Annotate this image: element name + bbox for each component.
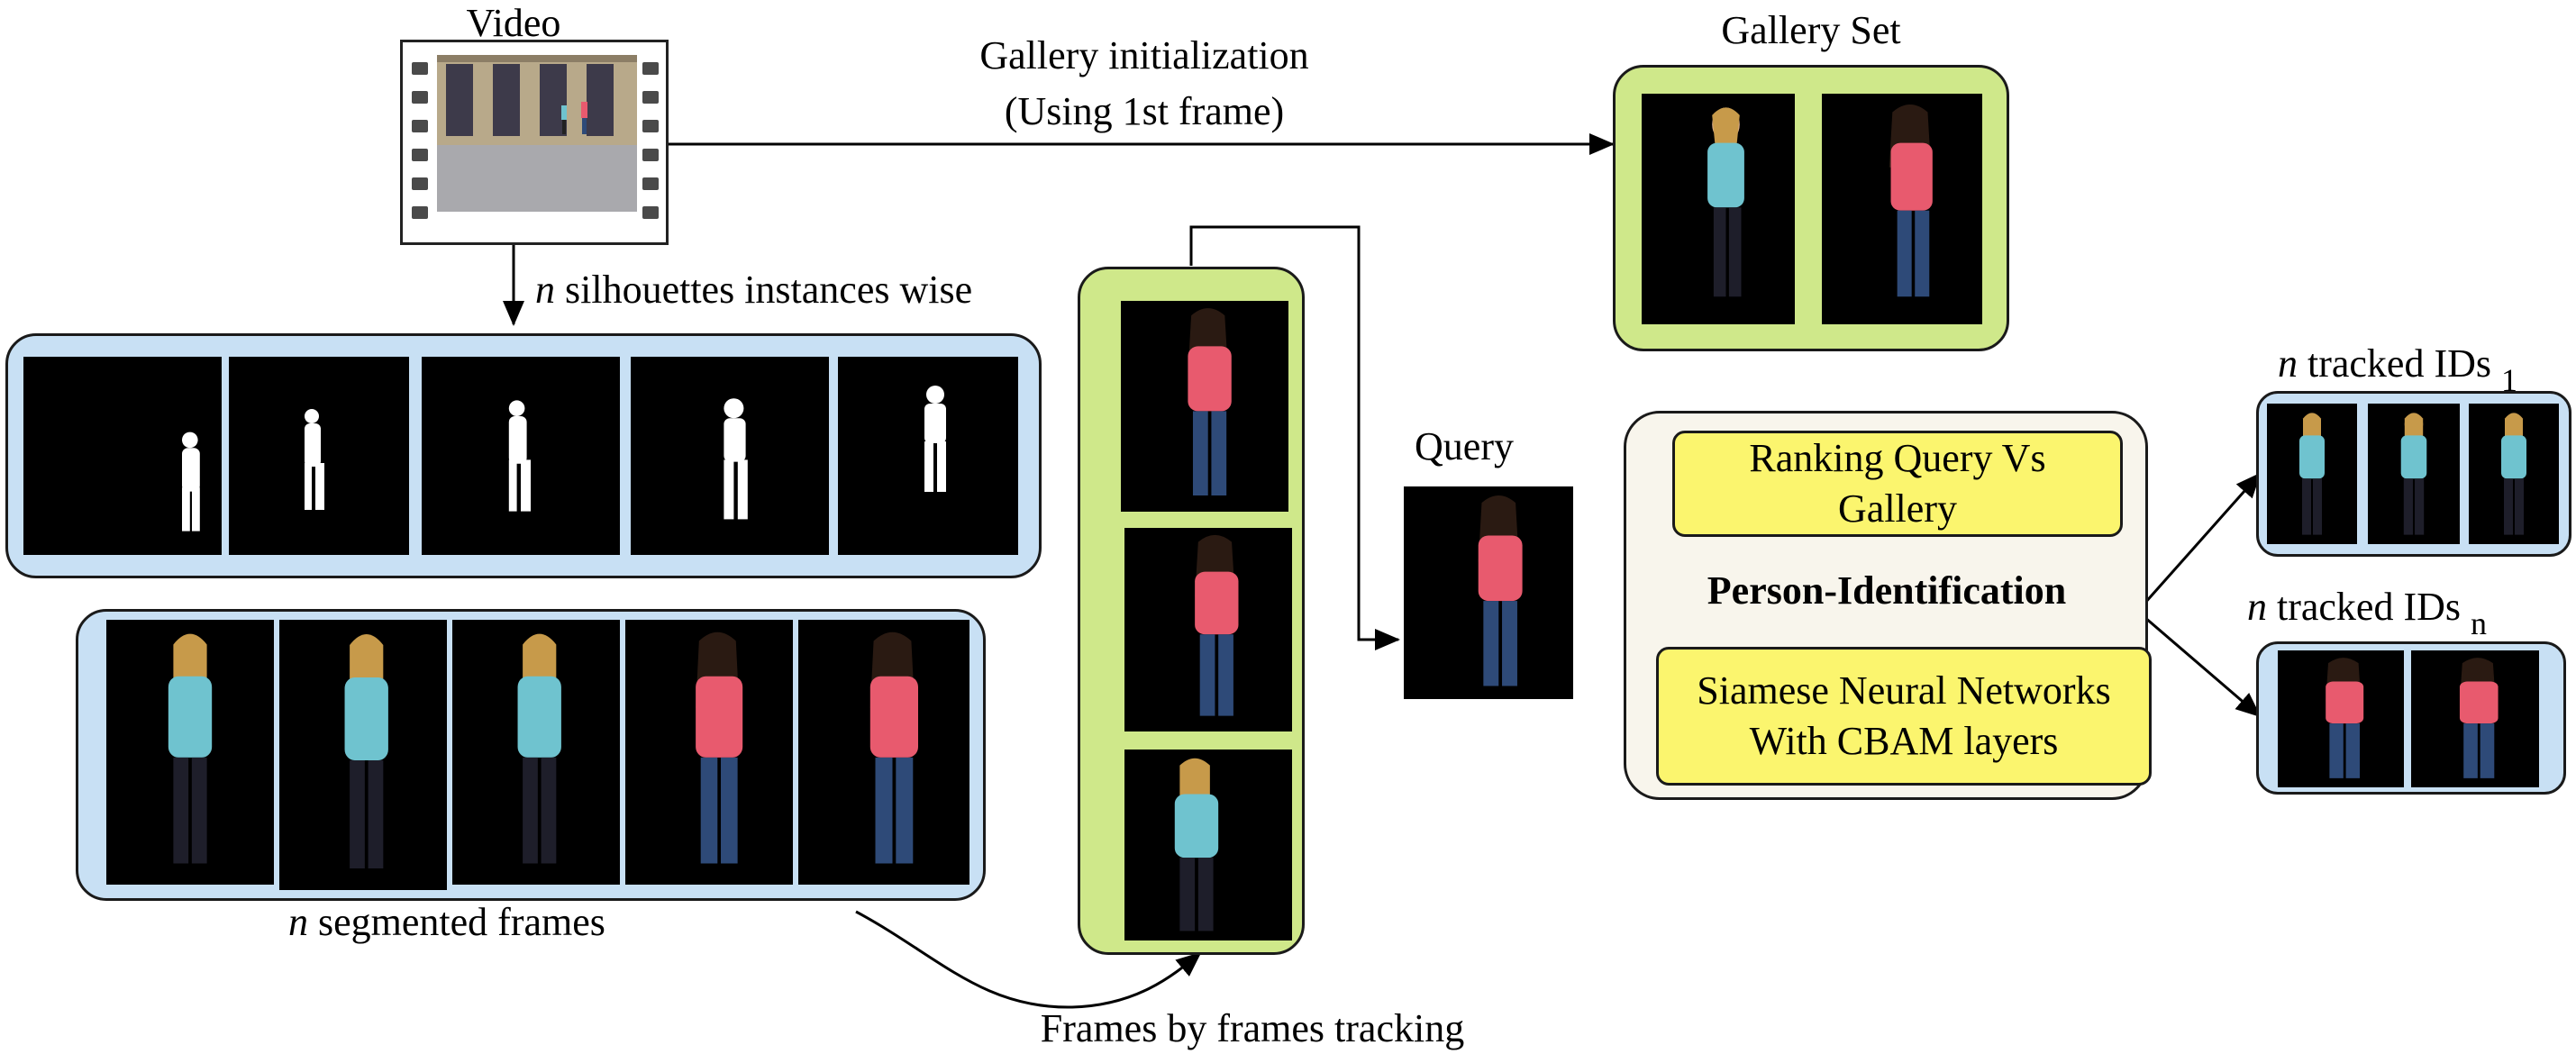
segmented-frame-4 bbox=[625, 620, 793, 885]
tracking-frame-1 bbox=[1121, 301, 1288, 512]
gallery-init-line1: Gallery initialization bbox=[979, 33, 1309, 77]
siamese-box: Siamese Neural Networks With CBAM layers bbox=[1656, 647, 2152, 786]
frames-tracking-caption: Frames by frames tracking bbox=[1040, 1006, 1465, 1050]
tracked-ids-1-caption: n tracked IDs 1 bbox=[2278, 341, 2518, 398]
gallery-person-pink bbox=[1822, 94, 1982, 324]
query-frame bbox=[1404, 486, 1573, 699]
silhouette-frame-5 bbox=[838, 357, 1018, 555]
ranking-line-1: Ranking Query Vs bbox=[1749, 436, 2046, 480]
silhouette-frame-3 bbox=[422, 357, 620, 555]
silhouette-frame-1 bbox=[23, 357, 222, 555]
arrow-frames-tracking bbox=[855, 910, 1202, 1009]
tracked-1-frame-2 bbox=[2368, 404, 2460, 544]
segmented-frame-2 bbox=[279, 620, 447, 890]
tracking-frame-2 bbox=[1124, 528, 1292, 731]
arrow-tracking-query bbox=[1189, 225, 1400, 650]
tracked-n-frame-2 bbox=[2411, 650, 2539, 787]
siamese-line-2: With CBAM layers bbox=[1749, 719, 2059, 763]
segmented-frame-1 bbox=[106, 620, 274, 885]
segmented-frame-5 bbox=[798, 620, 969, 885]
segmented-caption: n segmented frames bbox=[288, 900, 605, 944]
tracked-1-frame-3 bbox=[2469, 404, 2559, 544]
gallery-person-teal bbox=[1642, 94, 1795, 324]
arrow-to-tracked-1 bbox=[2143, 472, 2262, 604]
siamese-line-1: Siamese Neural Networks bbox=[1697, 668, 2111, 713]
silhouette-frame-4 bbox=[631, 357, 829, 555]
ranking-line-2: Gallery bbox=[1838, 486, 1957, 531]
silhouettes-caption: n silhouettes instances wise bbox=[535, 268, 973, 312]
video-thumbnail bbox=[400, 40, 669, 245]
tracking-frame-3 bbox=[1124, 750, 1292, 940]
gallery-init-line2: (Using 1st frame) bbox=[1004, 89, 1285, 133]
tracked-1-frame-1 bbox=[2267, 404, 2357, 544]
person-identification-title: Person-Identification bbox=[1707, 568, 2067, 613]
tracked-n-frame-1 bbox=[2278, 650, 2404, 787]
query-label: Query bbox=[1415, 424, 1514, 468]
ranking-box: Ranking Query Vs Gallery bbox=[1672, 431, 2123, 537]
tracked-ids-n-caption: n tracked IDs n bbox=[2247, 585, 2488, 641]
segmented-frame-3 bbox=[452, 620, 620, 885]
video-label: Video bbox=[466, 1, 561, 45]
gallery-set-title: Gallery Set bbox=[1721, 8, 1901, 52]
arrow-to-tracked-n bbox=[2144, 615, 2262, 718]
silhouette-frame-2 bbox=[229, 357, 409, 555]
